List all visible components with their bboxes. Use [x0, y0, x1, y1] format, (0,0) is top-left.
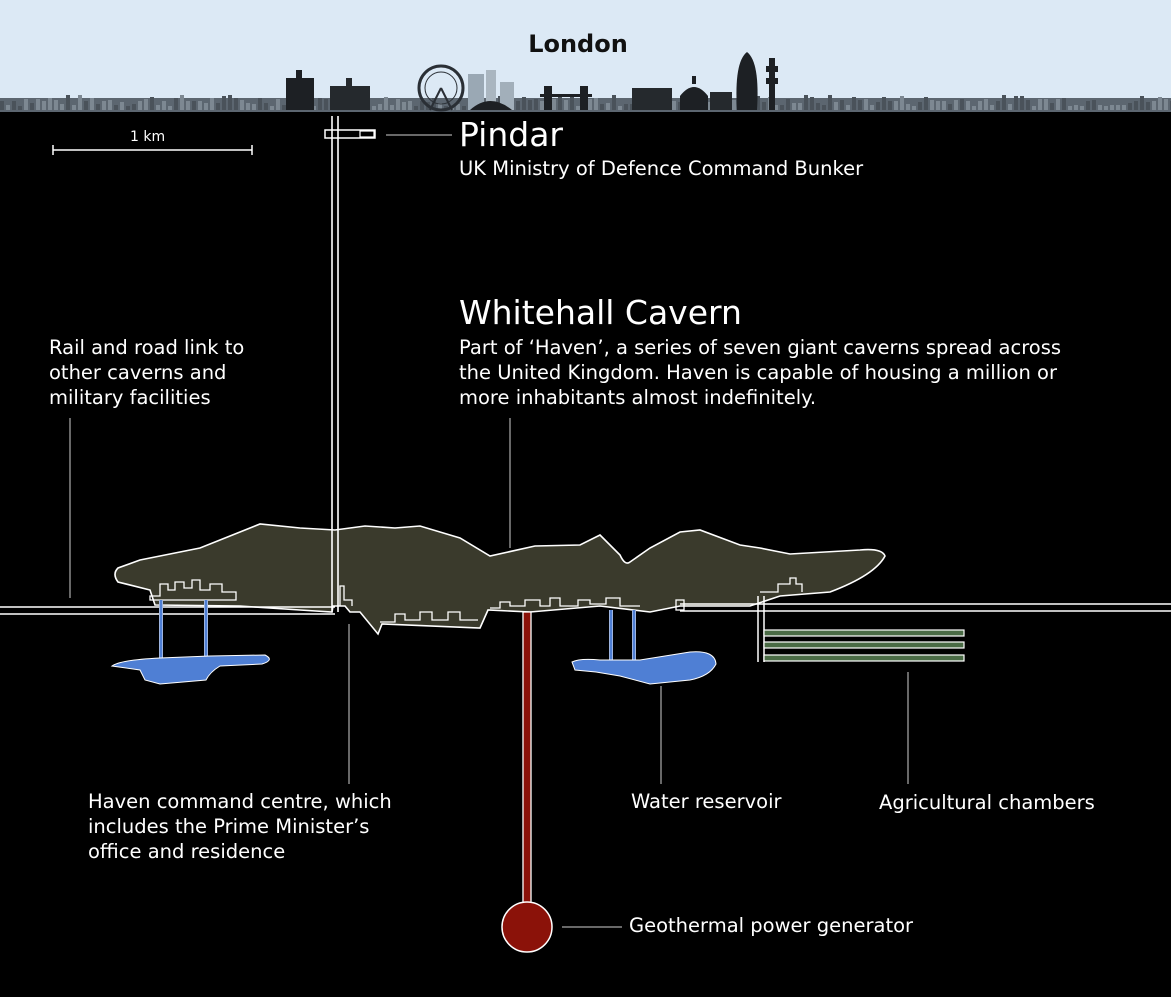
- rail-road-link-left: [0, 606, 335, 615]
- whitehall-description-line: the United Kingdom. Haven is capable of …: [459, 361, 1057, 384]
- pindar-shaft: [324, 116, 376, 612]
- pindar-title: Pindar: [459, 115, 563, 154]
- whitehall-description-line: more inhabitants almost indefinitely.: [459, 386, 817, 409]
- london-eye-icon: [417, 64, 465, 112]
- command-centre-line: Haven command centre, which: [88, 790, 392, 813]
- rail-road-link-right: [680, 603, 1171, 612]
- whitehall-description-line: Part of ‘Haven’, a series of seven giant…: [459, 336, 1062, 359]
- water-reservoir-label: Water reservoir: [631, 790, 782, 813]
- cavern-buildings: [149, 577, 803, 623]
- leader-lines: [69, 134, 909, 928]
- water-reservoir-right: [571, 610, 717, 685]
- scale-bar-label: 1 km: [130, 129, 166, 145]
- geothermal-label: Geothermal power generator: [629, 914, 914, 937]
- tower-bridge-icon: [540, 86, 592, 110]
- london-skyline: [0, 52, 1171, 112]
- gherkin-icon: [736, 52, 758, 110]
- water-reservoir-left: [110, 600, 270, 685]
- scale-bar: [52, 145, 253, 155]
- rail-link-line: other caverns and: [49, 361, 227, 384]
- agricultural-chambers-label: Agricultural chambers: [879, 791, 1095, 814]
- rail-link-label: Rail and road link to other caverns and …: [49, 335, 244, 410]
- pindar-subtitle: UK Ministry of Defence Command Bunker: [459, 157, 864, 180]
- command-centre-line: includes the Prime Minister’s: [88, 815, 370, 838]
- whitehall-description: Part of ‘Haven’, a series of seven giant…: [459, 335, 1061, 410]
- whitehall-title: Whitehall Cavern: [459, 293, 742, 332]
- rail-link-line: military facilities: [49, 386, 211, 409]
- city-label: London: [528, 30, 628, 58]
- command-centre-line: office and residence: [88, 840, 286, 863]
- command-centre-label: Haven command centre, which includes the…: [88, 789, 392, 864]
- geothermal-power-generator: [501, 611, 553, 953]
- rail-link-line: Rail and road link to: [49, 336, 245, 359]
- agricultural-chambers: [757, 596, 965, 662]
